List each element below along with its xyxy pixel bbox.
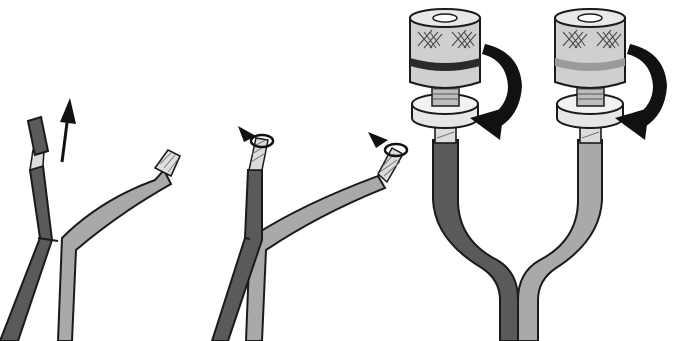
binding-post-right [554, 8, 626, 129]
binding-post-left [409, 8, 481, 129]
light-wire-copper-end [153, 148, 182, 178]
twist-arrow-icon [368, 132, 409, 158]
rotate-arrow-icon [470, 44, 522, 140]
arrow-up-icon [60, 98, 76, 163]
rotate-arrow-icon [615, 44, 667, 140]
stripped-insulation-piece [26, 115, 50, 157]
light-wire [56, 168, 173, 341]
step-connect-to-binding-posts [409, 8, 667, 341]
step-twist-strands [210, 126, 409, 341]
dark-wire-3 [432, 139, 519, 341]
light-wire-2 [244, 174, 387, 341]
dark-wire [0, 164, 54, 341]
twist-arrow-icon [238, 126, 275, 149]
step-strip-insulation [0, 98, 182, 341]
light-wire-3 [517, 139, 603, 341]
